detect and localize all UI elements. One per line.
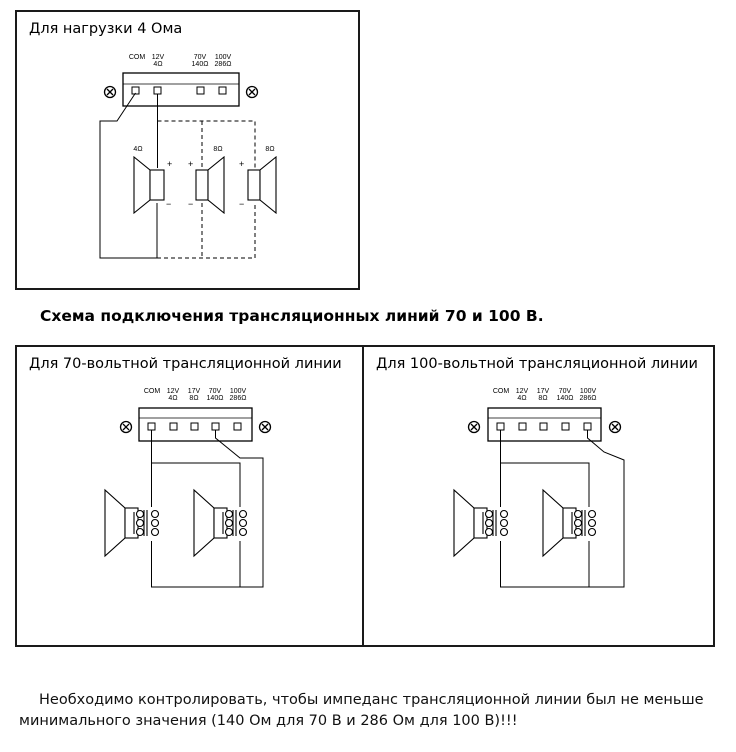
polarity-minus: − [188, 199, 193, 209]
terminal-label-70v: 70V [194, 54, 207, 61]
terminal-label-286ohm: 286Ω [230, 395, 247, 402]
speaker-transformer-icon [104, 488, 160, 558]
terminal-label-com: COM [129, 54, 146, 61]
terminal-com [131, 86, 140, 95]
terminal-label-4ohm: 4Ω [153, 61, 162, 68]
terminal-label-12v: 12V [516, 388, 529, 395]
screw-icon-right [608, 420, 622, 434]
terminal-label-100v: 100V [580, 388, 597, 395]
speaker-label-8ohm-2: 8Ω [265, 146, 274, 153]
terminal-12v [518, 422, 527, 431]
panel-100v-title: Для 100-вольтной трансляционной линии [376, 356, 698, 372]
panel-4-ohm-load: Для нагрузки 4 Ома [15, 10, 360, 290]
terminal-17v [539, 422, 548, 431]
terminal-label-286ohm: 286Ω [215, 61, 232, 68]
terminal-17v [190, 422, 199, 431]
wiring-70v [151, 430, 264, 588]
terminal-label-140ohm: 140Ω [192, 61, 209, 68]
screw-icon-right [258, 420, 272, 434]
terminal-label-70v: 70V [559, 388, 572, 395]
terminal-label-12v: 12V [167, 388, 180, 395]
polarity-plus: + [188, 159, 193, 169]
section-heading: Схема подключения трансляционных линий 7… [40, 307, 544, 325]
terminal-label-100v: 100V [230, 388, 247, 395]
terminal-label-8ohm: 8Ω [189, 395, 198, 402]
terminal-label-70v: 70V [209, 388, 222, 395]
dashed-wiring-8ohm [157, 120, 256, 259]
terminal-label-4ohm: 4Ω [517, 395, 526, 402]
terminal-com [147, 422, 156, 431]
terminal-70v [561, 422, 570, 431]
panel-4-ohm-title: Для нагрузки 4 Ома [29, 21, 183, 37]
polarity-minus: − [239, 199, 244, 209]
speaker-label-8ohm-1: 8Ω [213, 146, 222, 153]
wiring-100v [500, 430, 625, 588]
terminal-block-body [122, 72, 240, 107]
terminal-12v [169, 422, 178, 431]
terminal-label-4ohm: 4Ω [168, 395, 177, 402]
screw-icon-left [103, 85, 117, 99]
screw-icon-right [245, 85, 259, 99]
polarity-plus: + [239, 159, 244, 169]
terminal-70v [196, 86, 205, 95]
speaker-transformer-icon [193, 488, 248, 558]
speaker-transformer-icon [542, 488, 597, 558]
terminal-12v [153, 86, 162, 95]
polarity-plus: + [167, 159, 172, 169]
terminal-label-17v: 17V [537, 388, 550, 395]
panel-70v-title: Для 70-вольтной трансляционной линии [29, 356, 342, 372]
terminal-100v [218, 86, 227, 95]
terminal-label-140ohm: 140Ω [557, 395, 574, 402]
speaker-icon-8ohm-1 [195, 155, 225, 215]
terminal-label-140ohm: 140Ω [207, 395, 224, 402]
terminal-label-com: COM [493, 388, 510, 395]
speaker-transformer-icon [453, 488, 509, 558]
speaker-icon-4ohm [133, 155, 165, 215]
terminal-label-8ohm: 8Ω [538, 395, 547, 402]
wiring-4ohm [99, 92, 256, 259]
terminal-label-100v: 100V [215, 54, 232, 61]
terminal-100v [583, 422, 592, 431]
terminal-label-com: COM [144, 388, 161, 395]
impedance-warning-note: Необходимо контролировать, чтобы импедан… [19, 692, 704, 729]
panel-100v-line: Для 100-вольтной трансляционной линии [362, 345, 715, 647]
terminal-100v [233, 422, 242, 431]
terminal-block-70v: COM 12V 4Ω 17V 8Ω 70V 140Ω 100V 286Ω [119, 388, 272, 442]
terminal-block-4ohm: COM 12V 4Ω 70V 140Ω 100V 286Ω [103, 54, 259, 107]
speaker-icon-8ohm-2 [247, 155, 277, 215]
terminal-com [496, 422, 505, 431]
terminal-label-12v: 12V [152, 54, 165, 61]
screw-icon-left [119, 420, 133, 434]
terminal-label-286ohm: 286Ω [580, 395, 597, 402]
terminal-label-17v: 17V [188, 388, 201, 395]
polarity-minus: − [166, 199, 171, 209]
terminal-70v [211, 422, 220, 431]
speaker-label-4ohm: 4Ω [133, 146, 142, 153]
terminal-block-100v: COM 12V 4Ω 17V 8Ω 70V 140Ω 100V 286Ω [467, 388, 622, 442]
screw-icon-left [467, 420, 481, 434]
